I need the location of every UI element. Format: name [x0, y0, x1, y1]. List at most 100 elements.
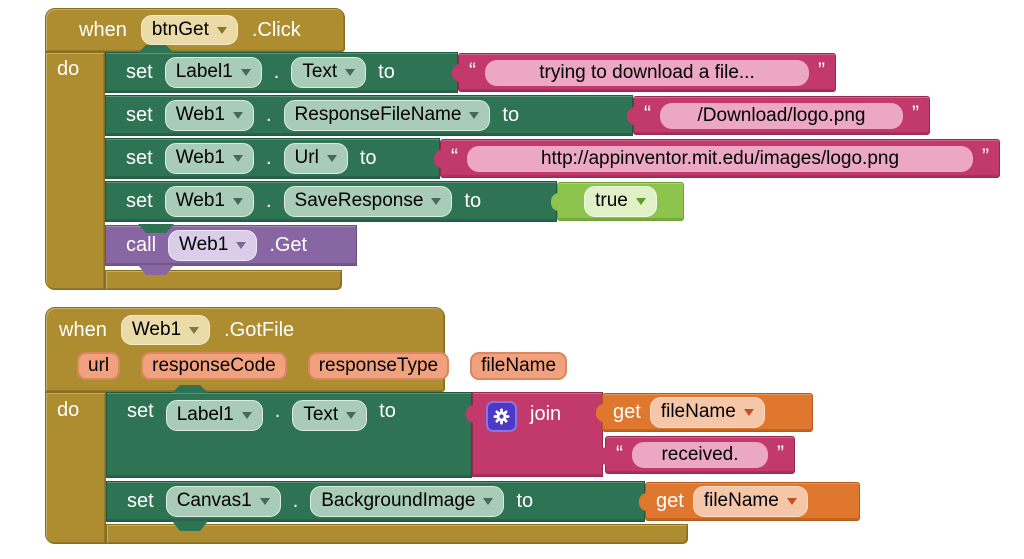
param-filename[interactable]: fileName [470, 352, 568, 380]
puzzle-tab [596, 404, 604, 422]
to-keyword: to [379, 400, 396, 422]
chevron-down-icon [345, 69, 356, 76]
dot-separator: . [273, 61, 280, 83]
to-keyword: to [359, 147, 377, 169]
dot-separator: . [265, 190, 272, 212]
set-keyword: set [127, 400, 154, 422]
set-label1-text-block[interactable]: set Label1 . Text to [105, 52, 458, 93]
chevron-down-icon [232, 198, 243, 205]
component-dropdown[interactable]: Canvas1 [165, 486, 281, 517]
open-quote: “ [451, 145, 458, 168]
chevron-down-icon [346, 411, 357, 419]
get-keyword: get [656, 490, 684, 512]
chevron-down-icon [189, 326, 200, 334]
component-dropdown[interactable]: Web1 [168, 230, 258, 261]
property-dropdown[interactable]: Text [291, 57, 367, 88]
puzzle-tab [627, 107, 635, 125]
puzzle-tab [452, 64, 460, 82]
variable-dropdown[interactable]: fileName [649, 397, 765, 428]
event-name-label: .Click [251, 18, 301, 41]
dropdown-value: Label1 [175, 61, 233, 83]
to-keyword: to [464, 190, 482, 212]
set-web1-url-block[interactable]: set Web1 . Url to [105, 138, 440, 179]
puzzle-tab [639, 493, 647, 511]
text-string-block[interactable]: “ received. ” [599, 436, 795, 474]
set-keyword: set [126, 190, 153, 212]
dropdown-value: BackgroundImage [321, 490, 476, 512]
property-dropdown[interactable]: ResponseFileName [283, 100, 491, 131]
set-label1-text-block[interactable]: set Label1 . Text to [106, 392, 472, 478]
chevron-down-icon [241, 411, 252, 419]
do-keyword: do [57, 58, 80, 80]
text-string-block[interactable]: “ http://appinventor.mit.edu/images/logo… [434, 139, 1000, 178]
string-value-field[interactable]: received. [632, 442, 768, 468]
property-dropdown[interactable]: Text [292, 400, 368, 431]
set-canvas1-backgroundimage-block[interactable]: set Canvas1 . BackgroundImage to [106, 481, 645, 522]
set-web1-saveresponse-block[interactable]: set Web1 . SaveResponse to [105, 181, 557, 222]
chevron-down-icon [259, 498, 270, 505]
component-dropdown[interactable]: Label1 [164, 57, 262, 88]
join-block[interactable]: join [466, 392, 603, 477]
chevron-down-icon [232, 112, 243, 119]
chevron-down-icon [483, 498, 494, 505]
dropdown-value: Web1 [175, 147, 225, 169]
stack-notch [172, 385, 208, 393]
mutator-gear-icon[interactable] [486, 401, 517, 432]
method-name-label: .Get [269, 234, 308, 256]
text-string-block[interactable]: “ /Download/logo.png ” [627, 96, 930, 135]
when-btnget-click-block-header[interactable]: when btnGet .Click [45, 8, 345, 52]
open-quote: “ [644, 102, 651, 125]
stack-notch [138, 45, 174, 53]
get-filename-block[interactable]: get fileName [639, 482, 860, 521]
call-keyword: call [126, 234, 157, 256]
component-dropdown[interactable]: Web1 [164, 100, 254, 131]
chevron-down-icon [326, 155, 337, 162]
join-keyword: join [530, 403, 562, 425]
call-web1-get-block[interactable]: call Web1 .Get [105, 225, 357, 266]
gear-glyph [493, 408, 510, 425]
close-quote: ” [982, 145, 989, 168]
set-keyword: set [126, 104, 153, 126]
stack-notch [172, 521, 208, 531]
dropdown-value: Web1 [131, 318, 182, 340]
param-url[interactable]: url [77, 352, 121, 380]
logic-value-dropdown[interactable]: true [584, 186, 657, 217]
puzzle-tab [551, 193, 559, 211]
variable-dropdown[interactable]: fileName [692, 486, 808, 517]
component-dropdown[interactable]: Web1 [164, 186, 254, 217]
string-value-field[interactable]: /Download/logo.png [660, 102, 903, 129]
string-value-field[interactable]: http://appinventor.mit.edu/images/logo.p… [467, 145, 973, 172]
set-web1-responsefilename-block[interactable]: set Web1 . ResponseFileName to [105, 95, 633, 136]
param-responsetype[interactable]: responseType [307, 352, 450, 380]
when-web1-gotfile-block-header[interactable]: when Web1 .GotFile url responseCode resp… [45, 307, 568, 392]
puzzle-tab [434, 150, 442, 168]
get-filename-block[interactable]: get fileName [596, 393, 813, 432]
property-dropdown[interactable]: SaveResponse [283, 186, 453, 217]
close-quote: ” [777, 441, 784, 465]
dot-separator: . [265, 104, 272, 126]
when-block-left-column [45, 52, 105, 290]
string-value-field[interactable]: trying to download a file... [485, 59, 809, 86]
property-dropdown[interactable]: BackgroundImage [310, 486, 505, 517]
dropdown-value: fileName [660, 401, 736, 423]
chevron-down-icon [431, 198, 442, 205]
dropdown-value: btnGet [151, 18, 209, 40]
dropdown-value: Web1 [175, 190, 225, 212]
dropdown-value: Web1 [179, 234, 229, 256]
chevron-down-icon [469, 112, 480, 119]
text-string-block[interactable]: “ trying to download a file... ” [452, 53, 836, 92]
property-dropdown[interactable]: Url [283, 143, 348, 174]
dropdown-value: Canvas1 [176, 490, 252, 512]
dropdown-value: Text [303, 404, 339, 425]
param-responsecode[interactable]: responseCode [141, 352, 287, 380]
chevron-down-icon [240, 69, 251, 76]
logic-true-block[interactable]: true [551, 182, 684, 221]
component-dropdown[interactable]: Web1 [164, 143, 254, 174]
event-component-dropdown[interactable]: Web1 [120, 314, 211, 346]
component-dropdown[interactable]: Label1 [165, 400, 263, 431]
close-quote: ” [912, 102, 919, 125]
close-quote: ” [818, 59, 825, 82]
dot-separator: . [292, 490, 299, 512]
event-component-dropdown[interactable]: btnGet [140, 14, 238, 46]
